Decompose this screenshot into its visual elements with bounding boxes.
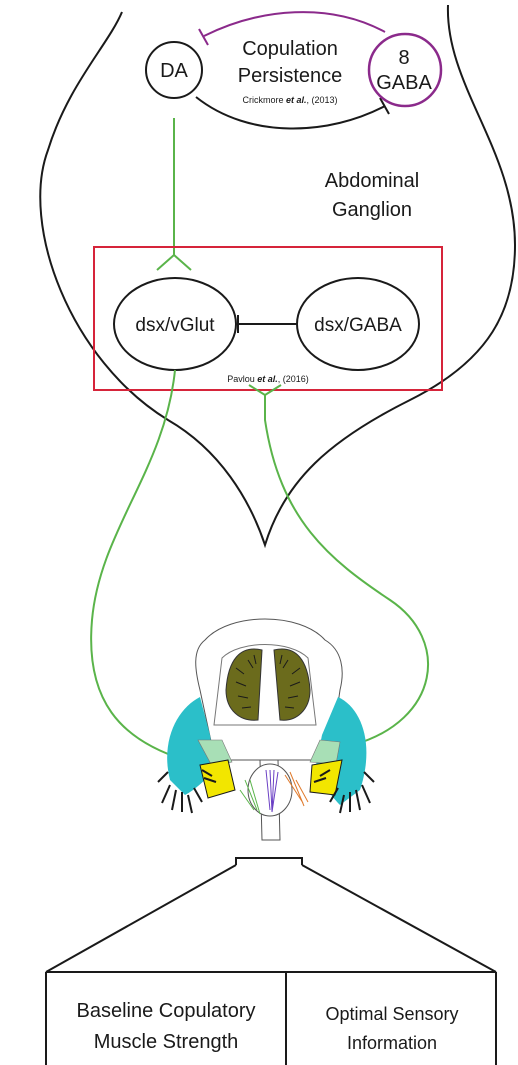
outcome-left-line1: Baseline Copulatory [77,1000,256,1022]
pavlou-citation: Pavlou et al., (2016) [227,374,309,384]
abdominal-line1: Abdominal [325,170,420,192]
outcome-fan-right [302,865,496,972]
gaba-inhibition-bar [199,29,208,45]
gaba8-node [369,34,441,106]
outcome-fan-left [46,865,236,972]
crickmore-citation: Crickmore et al., (2013) [242,95,337,105]
outcome-bracket [236,858,302,865]
dsx-gaba-label: dsx/GABA [314,315,402,336]
gaba8-label-line1: 8 [398,47,409,69]
vglut-motor-projection [91,370,185,760]
genitalia-illustration [158,619,374,840]
gaba-to-da-inhibition [204,12,385,36]
outcome-left-line2: Muscle Strength [94,1031,239,1053]
copulation-line2: Persistence [238,65,343,87]
dsx-vglut-label: dsx/vGlut [135,315,215,336]
copulation-line1: Copulation [242,38,338,60]
gaba8-label-line2: GABA [376,72,432,94]
outcome-right-line2: Information [347,1033,437,1053]
outcome-right-line1: Optimal Sensory [325,1004,458,1024]
da-label: DA [160,60,188,82]
abdominal-line2: Ganglion [332,199,412,221]
